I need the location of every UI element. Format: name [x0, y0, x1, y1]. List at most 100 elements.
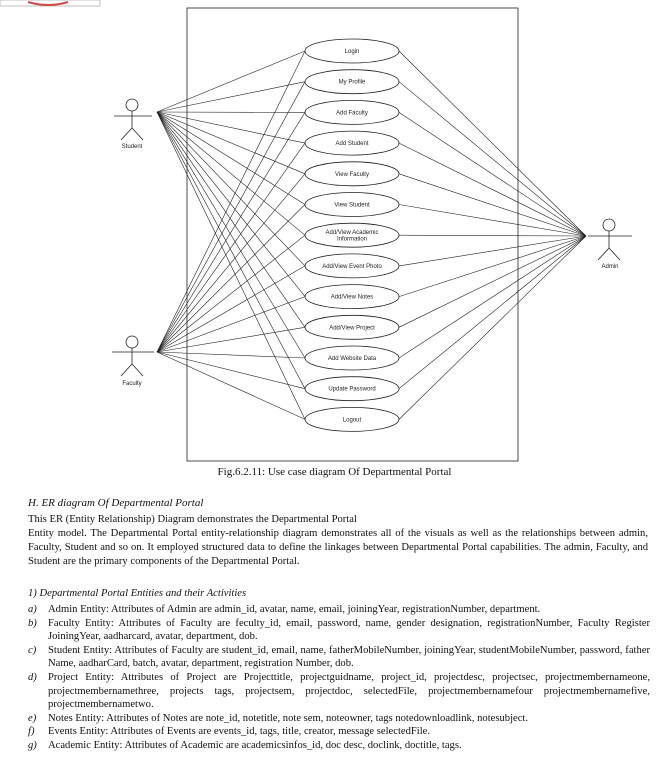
faculty-association-line	[156, 265, 306, 353]
actor-admin-label: Admin	[601, 264, 618, 270]
faculty-association-line	[156, 50, 306, 353]
student-association-line	[156, 111, 306, 144]
faculty-association-line	[156, 351, 306, 420]
entity-item-student: c)Student Entity: Attributes of Faculty …	[28, 644, 650, 670]
admin-association-line	[398, 234, 587, 237]
use-case-label: Add/View Notes	[331, 295, 374, 301]
use-case-label: Add Student	[335, 141, 368, 147]
actor-student-label: Student	[122, 144, 143, 150]
intro-line-1: This ER (Entity Relationship) Diagram de…	[28, 514, 357, 525]
association-lines	[156, 50, 587, 420]
admin-association-line	[398, 235, 587, 267]
student-association-line	[156, 111, 306, 205]
use-case-ellipse	[304, 192, 400, 217]
admin-association-line	[398, 235, 587, 328]
use-case: Add/View Notes	[304, 284, 400, 310]
use-case: My Profile	[304, 69, 400, 95]
faculty-association-line	[156, 296, 306, 353]
admin-association-line	[398, 173, 587, 237]
use-case: Add/View Project	[304, 314, 400, 340]
admin-association-line	[398, 235, 587, 389]
use-case-ellipse	[304, 314, 400, 340]
actor-admin	[588, 218, 632, 261]
use-case: Login	[304, 38, 400, 64]
faculty-association-line	[156, 173, 306, 353]
actor-student	[114, 98, 152, 141]
admin-association-line	[398, 112, 587, 237]
use-case-ellipse	[304, 161, 400, 187]
use-case-label: Update Password	[328, 387, 375, 393]
use-case-label: View Student	[334, 203, 370, 209]
use-case-ellipse	[304, 38, 400, 64]
use-case-label: Add Faculty	[336, 110, 368, 116]
use-case: Update Password	[304, 376, 400, 402]
use-case-label: Add Website Data	[328, 356, 377, 362]
use-case: Add Faculty	[304, 100, 400, 125]
use-case-ellipse	[304, 130, 400, 156]
faculty-association-line	[156, 234, 306, 353]
student-association-line	[156, 111, 306, 236]
use-case-label: Logout	[343, 417, 362, 423]
use-case-label: View Faculty	[335, 172, 369, 178]
student-association-line	[156, 111, 306, 267]
faculty-association-line	[156, 204, 306, 353]
use-case-ellipse	[304, 253, 400, 279]
admin-association-line	[398, 235, 587, 420]
admin-association-line	[398, 81, 587, 237]
faculty-association-line	[156, 112, 306, 353]
admin-association-line	[398, 50, 587, 237]
use-case-label: My Profile	[339, 80, 366, 86]
intro-line-2: Entity model. The Departmental Portal en…	[28, 528, 648, 567]
use-case: Add Student	[304, 130, 400, 156]
use-case-label: Add/View Project	[329, 325, 375, 331]
entity-item-academic: g)Academic Entity: Attributes of Academi…	[28, 739, 462, 751]
entities-subheading: 1) Departmental Portal Entities and thei…	[28, 588, 247, 599]
use-case-label: Add/View Event Photo	[322, 264, 382, 270]
figure-caption: Fig.6.2.11: Use case diagram Of Departme…	[217, 466, 452, 478]
entity-item-events: f)Events Entity: Attributes of Events ar…	[28, 726, 431, 738]
faculty-association-line	[156, 81, 306, 353]
admin-association-line	[398, 235, 587, 297]
student-association-line	[156, 81, 306, 113]
student-association-line	[156, 50, 306, 113]
use-case-ellipse	[304, 376, 400, 402]
section-heading: H. ER diagram Of Departmental Portal	[28, 497, 204, 509]
student-association-line	[156, 111, 306, 175]
entity-item-admin: a)Admin Entity: Attributes of Admin are …	[28, 604, 541, 615]
use-case-label: Add/View Academic	[326, 230, 379, 236]
entity-item-project: d)Project Entity: Attributes of Project …	[28, 671, 650, 711]
use-case: Add Website Data	[304, 345, 400, 371]
student-association-line	[156, 111, 306, 297]
admin-association-line	[398, 235, 587, 359]
header-remnant	[0, 0, 101, 7]
system-boundary	[186, 7, 519, 462]
student-association-line	[156, 111, 306, 328]
intro-paragraph: This ER (Entity Relationship) Diagram de…	[28, 513, 648, 569]
use-case-label: Information	[337, 236, 367, 242]
faculty-association-line	[156, 351, 306, 389]
use-case-ellipse	[304, 284, 400, 310]
actor-faculty-label: Faculty	[122, 381, 141, 387]
admin-association-line	[398, 204, 587, 237]
use-case-label: Login	[345, 49, 360, 55]
student-association-line	[156, 111, 306, 359]
entity-item-faculty: b)Faculty Entity: Attributes of Faculty …	[28, 617, 650, 643]
student-association-line	[156, 111, 306, 420]
admin-association-line	[398, 142, 587, 237]
use-case: Logout	[304, 406, 400, 432]
entity-list: a)Admin Entity: Attributes of Admin are …	[28, 603, 650, 753]
use-case-ellipse	[304, 69, 400, 95]
faculty-association-line	[156, 327, 306, 353]
use-case-ellipse	[304, 345, 400, 371]
student-association-line	[156, 111, 306, 389]
use-case: Add/View Event Photo	[304, 253, 400, 279]
entity-item-notes: e)Notes Entity: Attributes of Notes are …	[28, 712, 529, 724]
use-case: View Faculty	[304, 161, 400, 187]
use-case-ellipse	[304, 100, 400, 125]
logo-fragment-icon	[27, 1, 69, 6]
use-case-ellipse	[304, 406, 400, 432]
actor-faculty	[112, 335, 154, 377]
